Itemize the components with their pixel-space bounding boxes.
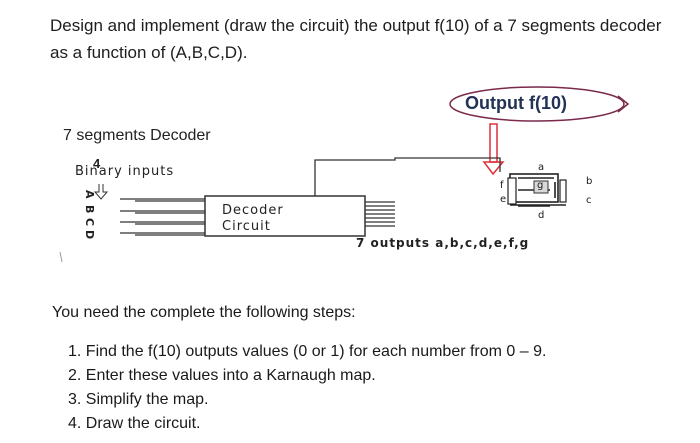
step-item: 3. Simplify the map. (68, 391, 209, 408)
input-label-a: A (83, 190, 96, 199)
input-label-d: D (83, 230, 96, 240)
outputs-label: 7 outputs a,b,c,d,e,f,g (356, 236, 530, 250)
diagram-title: 7 segments Decoder (63, 127, 211, 144)
decoder-label-line2: Circuit (222, 219, 271, 234)
decoder-box (204, 195, 366, 237)
question-text: Design and implement (draw the circuit) … (50, 16, 662, 62)
input-label-c: C (83, 218, 96, 227)
output-oval (449, 86, 625, 122)
red-arrow-shaft (489, 123, 498, 163)
steps-intro: You need the complete the following step… (52, 304, 356, 321)
decoder-label-line1: Decoder (222, 203, 284, 218)
binary-inputs-label: Binary inputs (75, 164, 175, 179)
segment-a-label: a (538, 162, 545, 173)
input-bus (120, 198, 205, 236)
output-bus (365, 201, 395, 227)
input-count: 4 (93, 156, 101, 171)
segment-f-label: f (500, 180, 504, 191)
segment-e-label: e (500, 194, 507, 205)
output-oval-arrow (617, 95, 630, 113)
step-item: 4. Draw the circuit. (68, 415, 201, 432)
display-inner (533, 180, 549, 194)
input-label-b: B (83, 205, 96, 214)
display-left-post (507, 177, 517, 205)
red-arrow-head (482, 161, 505, 176)
output-wire (314, 157, 501, 196)
output-label: Output f(10) (465, 93, 567, 113)
step-item: 2. Enter these values into a Karnaugh ma… (68, 367, 376, 384)
step-item: 1. Find the f(10) outputs values (0 or 1… (68, 343, 547, 360)
decoder-label: Decoder Circuit (222, 203, 284, 235)
segment-c-label: c (586, 195, 592, 206)
binary-inputs-arrow (93, 184, 109, 200)
segment-g-label: g (537, 180, 544, 191)
decoder-diagram (59, 86, 630, 263)
segment-b-label: b (586, 176, 593, 187)
steps-list: 1. Find the f(10) outputs values (0 or 1… (52, 340, 546, 436)
segment-d-label: d (538, 210, 545, 221)
display-right-post (559, 179, 567, 203)
